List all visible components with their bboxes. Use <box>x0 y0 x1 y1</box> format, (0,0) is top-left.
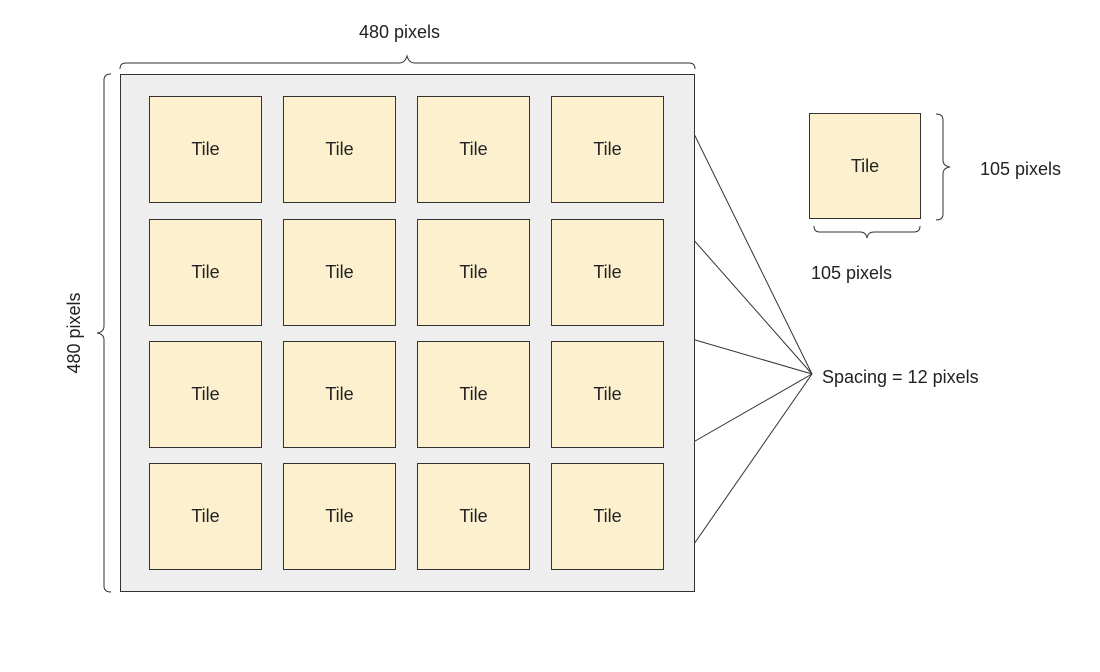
grid-tile-label: Tile <box>325 506 354 526</box>
tile-width-label: 105 pixels <box>811 263 893 283</box>
grid-tile: Tile <box>283 219 396 326</box>
height-label: 480 pixels <box>64 292 84 374</box>
grid-tile-label: Tile <box>191 384 220 404</box>
tile-width-brace <box>813 225 921 239</box>
grid-tile-label: Tile <box>459 384 488 404</box>
grid-tile: Tile <box>417 463 530 570</box>
tile-height-brace <box>935 113 951 221</box>
height-brace <box>96 73 112 593</box>
grid-tile: Tile <box>149 463 262 570</box>
sample-tile: Tile <box>809 113 921 219</box>
grid-tile: Tile <box>283 341 396 448</box>
grid-tile-label: Tile <box>191 506 220 526</box>
grid-tile-label: Tile <box>191 139 220 159</box>
grid-tile: Tile <box>551 341 664 448</box>
grid-tile-label: Tile <box>593 262 622 282</box>
grid-tile: Tile <box>283 96 396 203</box>
grid-tile: Tile <box>417 96 530 203</box>
width-label: 480 pixels <box>359 22 441 42</box>
grid-tile-label: Tile <box>459 139 488 159</box>
grid-tile-label: Tile <box>459 262 488 282</box>
tile-height-label: 105 pixels <box>980 159 1062 179</box>
spacing-label: Spacing = 12 pixels <box>822 367 979 387</box>
grid-tile-label: Tile <box>325 262 354 282</box>
grid-tile-label: Tile <box>593 384 622 404</box>
grid-tile: Tile <box>283 463 396 570</box>
grid-tile-label: Tile <box>459 506 488 526</box>
grid-tile: Tile <box>149 341 262 448</box>
sample-tile-label: Tile <box>850 155 880 176</box>
grid-tile-label: Tile <box>325 384 354 404</box>
grid-tile: Tile <box>551 219 664 326</box>
grid-tile-label: Tile <box>593 139 622 159</box>
grid-tile-label: Tile <box>325 139 354 159</box>
grid-tile: Tile <box>551 463 664 570</box>
grid-tile: Tile <box>417 341 530 448</box>
width-brace <box>119 54 696 70</box>
grid-tile: Tile <box>417 219 530 326</box>
grid-tile-label: Tile <box>593 506 622 526</box>
grid-tile-label: Tile <box>191 262 220 282</box>
spacing-arrow <box>677 334 813 375</box>
grid-tile: Tile <box>551 96 664 203</box>
grid-tile: Tile <box>149 219 262 326</box>
grid-tile: Tile <box>149 96 262 203</box>
